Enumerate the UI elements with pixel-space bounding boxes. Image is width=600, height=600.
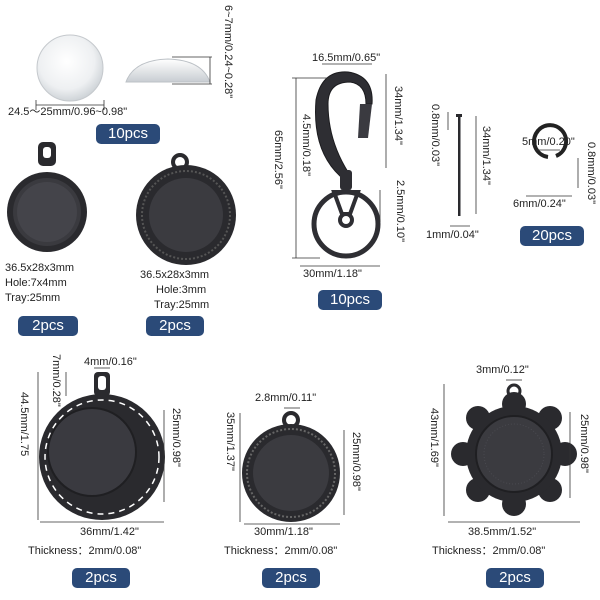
pendant-stars-thickness: Thickness：2mm/0.08" [28, 545, 142, 557]
eye-pin-jump-ring-qty-badge: 20pcs [520, 226, 584, 246]
pendant-filigree-thickness: Thickness：2mm/0.08" [432, 545, 546, 557]
pendant-stars-width: 36mm/1.42" [80, 526, 139, 538]
pendant-filigree-tray: 25mm/0.98" [578, 414, 590, 473]
cabochon-diameter-label: 24.5～25mm/0.96~0.98" [8, 106, 128, 118]
pendant-filigree-hole: 3mm/0.12" [476, 364, 529, 376]
keychain-qty-badge: 10pcs [318, 290, 382, 310]
glass-cabochon-top-image [36, 34, 104, 102]
pendant-lace-qty-badge: 2pcs [146, 316, 204, 336]
cabochon-qty-badge: 10pcs [96, 124, 160, 144]
jump-ring-outer: 6mm/0.24" [513, 198, 566, 210]
pendant-round-qty-badge: 2pcs [262, 568, 320, 588]
pendant-filigree-total-height: 43mm/1.69" [428, 408, 440, 467]
keychain-clasp-width: 16.5mm/0.65" [312, 52, 381, 64]
pendant-stars-qty-badge: 2pcs [72, 568, 130, 588]
eye-pin-wire: 1mm/0.04" [426, 229, 479, 241]
glass-cabochon-side-image [125, 58, 211, 83]
pendant-round-hole: 2.8mm/0.11" [255, 392, 317, 404]
pendant-lace-spec2: Hole:3mm [156, 284, 207, 296]
pendant-small-bail-spec3: Tray:25mm [5, 292, 61, 304]
pendant-lace-spec3: Tray:25mm [154, 299, 210, 311]
pendant-small-bail-spec2: Hole:7x4mm [5, 277, 67, 289]
pendant-round-width: 30mm/1.18" [254, 526, 313, 538]
jump-ring-inner: 5mm/0.20" [522, 136, 575, 148]
pendant-stars-bail-width: 4mm/0.16" [84, 356, 137, 368]
keychain-ring-diameter: 30mm/1.18" [303, 268, 362, 280]
pendant-small-bail-qty-badge: 2pcs [18, 316, 78, 336]
pendant-filigree-width: 38.5mm/1.52" [468, 526, 537, 538]
pendant-filigree-qty-badge: 2pcs [486, 568, 544, 588]
pendant-lace-spec1: 36.5x28x3mm [140, 269, 210, 281]
pendant-round-thickness: Thickness：2mm/0.08" [224, 545, 338, 557]
pendant-small-bail-spec1: 36.5x28x3mm [5, 262, 75, 274]
